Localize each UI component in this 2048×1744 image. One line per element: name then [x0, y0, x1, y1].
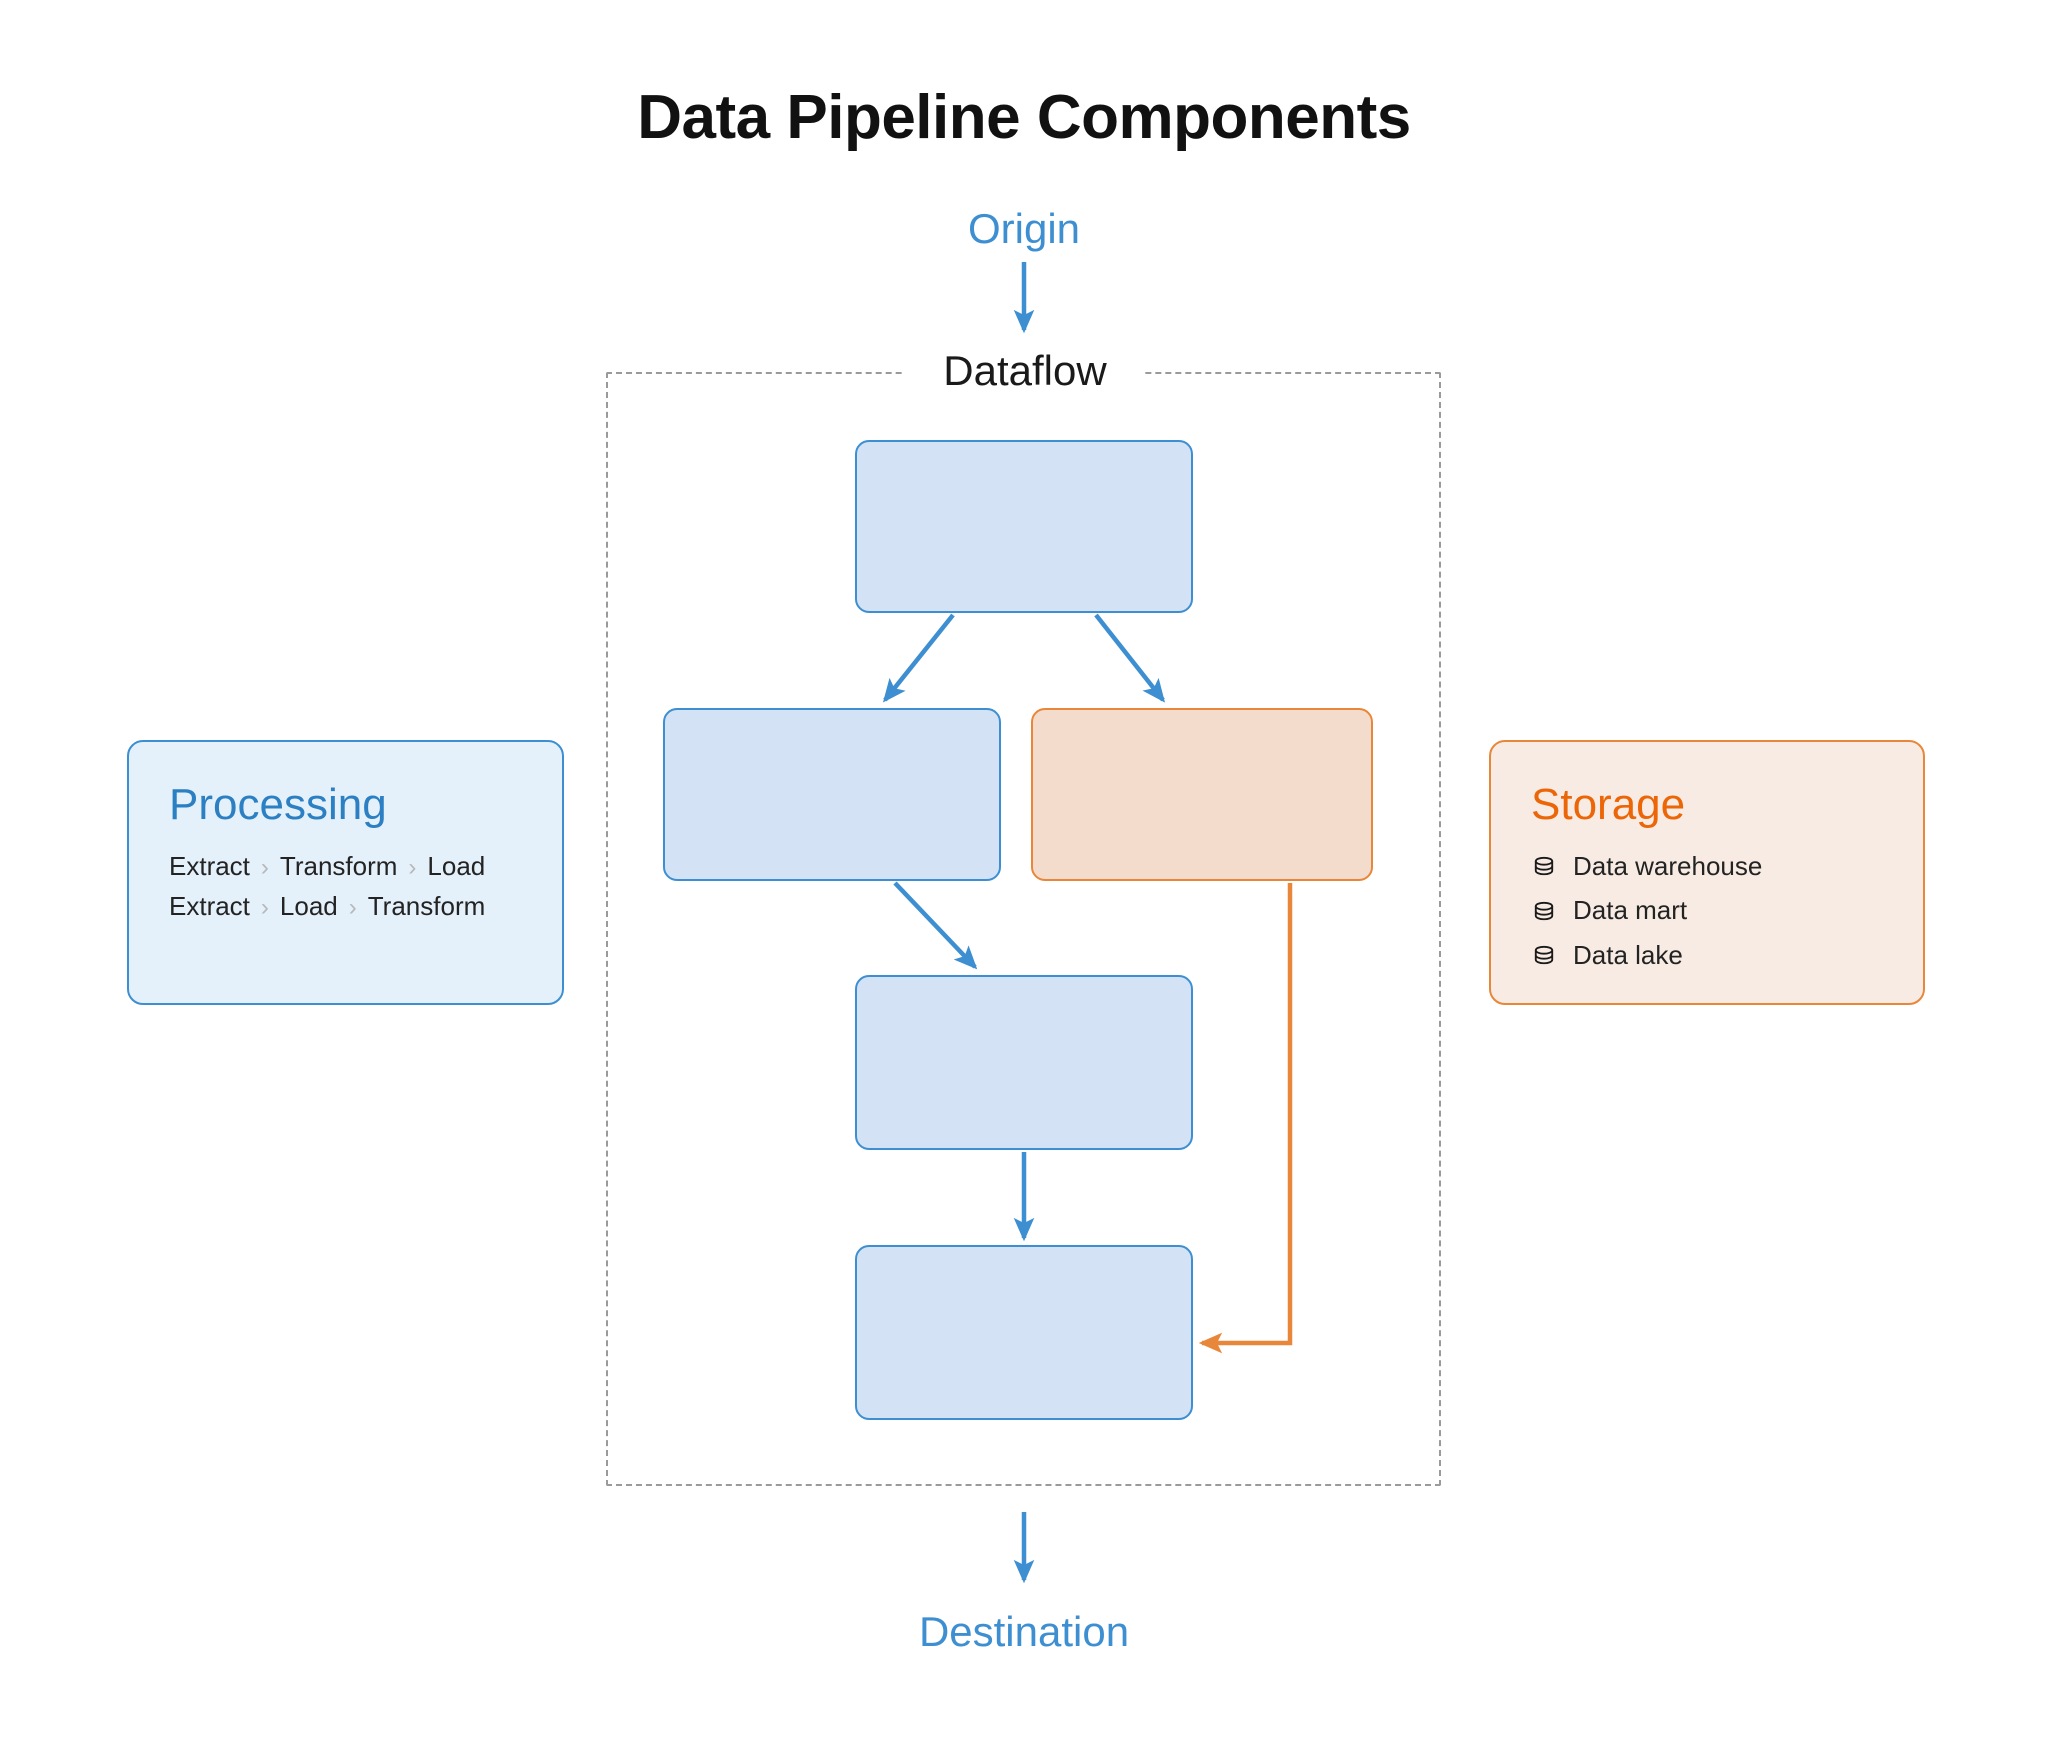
storage-item-label: Data lake — [1573, 939, 1683, 970]
pipeline-step-label: Transform — [279, 851, 398, 882]
chevron-right-icon: › — [408, 854, 417, 882]
dataflow-node-3-storage[interactable] — [1031, 708, 1373, 881]
database-icon — [1534, 901, 1554, 920]
pipeline-step-label: Extract — [169, 851, 250, 882]
chevron-right-icon: › — [348, 894, 357, 922]
pipeline-step-label: Load — [427, 851, 486, 882]
storage-heading: Storage — [1531, 780, 1686, 829]
destination-label: Destination — [918, 1608, 1130, 1655]
pipeline-row: Extract › Load › Transform — [169, 886, 522, 926]
origin-label: Origin — [967, 205, 1081, 252]
pipeline-row: Extract › Transform › Load — [169, 846, 522, 886]
pipeline-step-label: Transform — [367, 891, 486, 922]
dataflow-node-1[interactable] — [855, 440, 1193, 613]
storage-item-label: Data warehouse — [1573, 851, 1763, 882]
chevron-right-icon: › — [260, 854, 269, 882]
storage-item: Data lake — [1531, 935, 1883, 975]
database-icon — [1534, 857, 1554, 876]
processing-heading: Processing — [169, 780, 387, 829]
dataflow-node-5[interactable] — [855, 1245, 1193, 1420]
dataflow-node-2[interactable] — [663, 708, 1001, 881]
dataflow-node-4[interactable] — [855, 975, 1193, 1150]
page-title: Data Pipeline Components — [637, 83, 1411, 152]
storage-item: Data mart — [1531, 890, 1883, 930]
storage-item: Data warehouse — [1531, 846, 1883, 886]
storage-item-label: Data mart — [1573, 895, 1688, 926]
dataflow-title: Dataflow — [905, 345, 1145, 397]
pipeline-step-label: Extract — [169, 891, 250, 922]
pipeline-step-label: Load — [279, 891, 338, 922]
database-icon — [1534, 945, 1554, 965]
chevron-right-icon: › — [260, 894, 269, 922]
